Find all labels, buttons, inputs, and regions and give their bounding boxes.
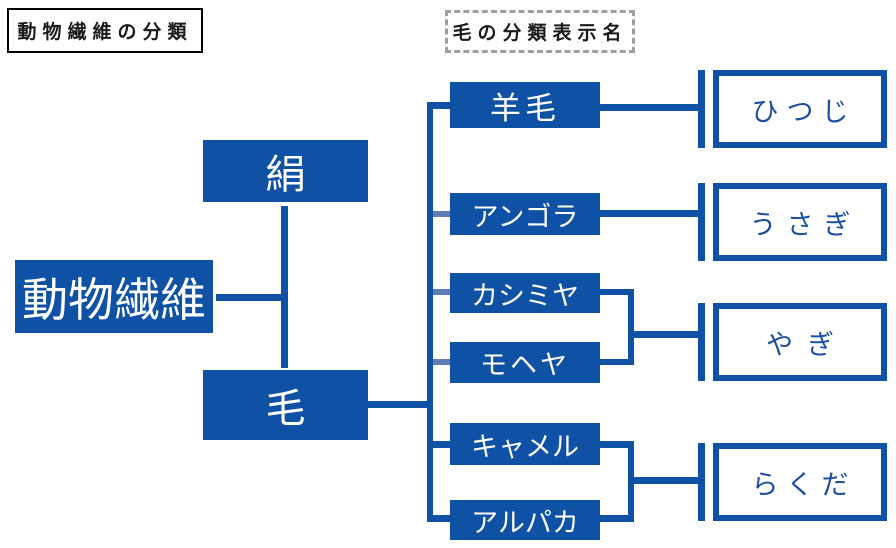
node-angora: アンゴラ [450,193,600,235]
node-cashmere: カシミヤ [450,273,600,313]
connector-stub-cashmere [433,289,450,295]
diagram-title-label: 動物繊維の分類 [7,8,203,53]
connector-cashmere-bracket [600,289,634,295]
node-animal-fiber: 動物繊維 [15,260,213,333]
node-alpaca: アルパカ [450,500,600,540]
node-goat: やぎ [713,303,887,381]
connector-stub-alpaca [427,515,450,522]
node-mohair: モヘヤ [450,342,600,383]
connector-stub-wool [427,102,450,109]
tick-rabbit [698,183,705,261]
node-sheep: ひつじ [713,70,887,148]
legend-label: 毛の分類表示名 [445,10,635,53]
connector-root-horizontal [216,294,284,301]
connector-camel-bracket [600,441,634,448]
tick-rakuda [698,443,705,521]
connector-mohair-bracket [600,359,634,365]
tick-goat [698,303,705,381]
connector-wool-sheep [600,104,698,111]
node-camel-animal: らくだ [713,443,887,521]
connector-alpaca-bracket [600,515,634,522]
tick-sheep [698,70,705,148]
connector-stub-angora [433,211,450,217]
connector-stub-camel [433,441,450,448]
node-camel: キャメル [450,423,600,465]
node-silk: 絹 [203,140,368,202]
connector-spine-vertical [427,102,433,522]
connector-bracket-rakuda [628,477,698,484]
connector-goat-bracket-vertical [628,289,634,365]
node-hair: 毛 [203,370,368,440]
connector-bracket-goat [628,331,698,338]
connector-angora-rabbit [600,210,698,217]
connector-stub-mohair [433,359,450,365]
connector-silk-hair-vertical [281,206,288,368]
node-rabbit: うさぎ [713,183,887,261]
connector-hair-horizontal [368,401,433,408]
node-wool: 羊毛 [450,82,600,128]
